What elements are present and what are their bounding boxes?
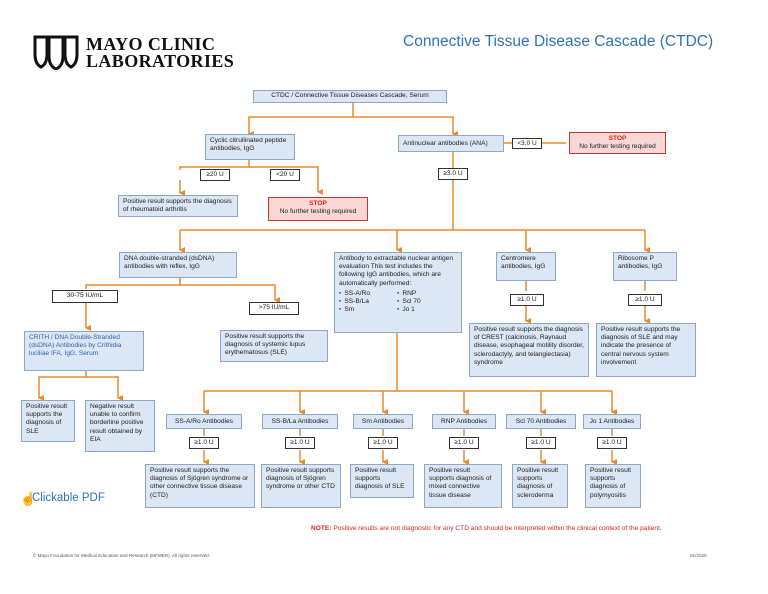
- clickable-pdf-label: Clickable PDF: [32, 492, 105, 504]
- antibody-result: Positive result supports diagnosis of sc…: [512, 464, 568, 508]
- ena-item: ▪Scl 70: [397, 298, 421, 306]
- crith-positive-result: Positive result supports the diagnosis o…: [21, 400, 75, 442]
- ena-test-box[interactable]: Antibody to extractable nuclear antigen …: [334, 252, 462, 333]
- ena-item: ▪SS-B/La: [339, 298, 369, 306]
- ana-high-condition: ≥3.0 U: [438, 168, 468, 180]
- mayo-logo: MAYO CLINIC LABORATORIES: [30, 32, 240, 72]
- crithidia-test-link[interactable]: CRITH / DNA Double-Stranded (dsDNA) Anti…: [24, 331, 144, 371]
- ena-item: ▪Sm: [339, 306, 355, 314]
- stop-text: No further testing required: [579, 143, 656, 151]
- ena-item: ▪RNP: [397, 289, 417, 297]
- logo-line1: MAYO CLINIC: [86, 34, 216, 54]
- note-text: Positive results are not diagnostic for …: [333, 525, 662, 532]
- stop-label: STOP: [309, 200, 327, 207]
- antibody-box[interactable]: Sm Antibodies: [353, 414, 413, 429]
- ena-description: Antibody to extractable nuclear antigen …: [339, 255, 453, 287]
- dsdna-test-box[interactable]: DNA double-stranded (dsDNA) antibodies w…: [119, 252, 237, 278]
- ra-positive-result: Positive result supports the diagnosis o…: [118, 195, 238, 217]
- centromere-test-box[interactable]: Centromere antibodies, IgG: [496, 252, 556, 281]
- stop-box-ana: STOP No further testing required: [569, 132, 666, 154]
- antibody-box[interactable]: SS-B/La Antibodies: [262, 414, 338, 429]
- antibody-result: Positive result supports diagnosis of po…: [585, 464, 641, 508]
- ana-low-condition: <3.0 U: [512, 138, 542, 149]
- dsdna-high-condition: >75 IU/mL: [249, 302, 299, 315]
- stop-text: No further testing required: [279, 208, 357, 216]
- antibody-condition: ≥1.0 U: [285, 437, 315, 449]
- stop-label: STOP: [608, 135, 627, 142]
- antibody-box[interactable]: Jo 1 Antibodies: [583, 414, 641, 429]
- antibody-result: Positive result supports diagnosis of SL…: [350, 464, 414, 498]
- antibody-result: Positive result supports diagnosis of Sj…: [261, 464, 341, 508]
- ana-test-box[interactable]: Antinuclear antibodies (ANA): [398, 135, 504, 152]
- stop-box-ccp: STOP No further testing required: [268, 197, 368, 221]
- antibody-condition: ≥1.0 U: [189, 437, 219, 449]
- antibody-result: Positive result supports diagnosis of mi…: [424, 464, 502, 508]
- ena-item: ▪SS-A/Ro: [339, 289, 370, 297]
- antibody-box[interactable]: RNP Antibodies: [432, 414, 496, 429]
- antibody-result: Positive result supports the diagnosis o…: [145, 464, 255, 508]
- ena-item: ▪Jo 1: [397, 306, 415, 314]
- centromere-positive-result: Positive result supports the diagnosis o…: [469, 323, 589, 377]
- copyright-text: © Mayo Foundation for Medical Education …: [33, 553, 211, 558]
- note-label: NOTE:: [311, 525, 332, 532]
- ribosome-positive-result: Positive result supports the diagnosis o…: [596, 323, 696, 377]
- date-text: 01/2020: [690, 553, 707, 558]
- crith-negative-result: Negative result unable to confirm border…: [85, 400, 155, 452]
- logo-line2: LABORATORIES: [86, 51, 235, 71]
- note-line: NOTE: Positive results are not diagnosti…: [311, 525, 662, 532]
- ccp-test-box[interactable]: Cyclic citrullinated peptide antibodies,…: [205, 134, 295, 160]
- antibody-box[interactable]: SS-A/Ro Antibodies: [166, 414, 242, 429]
- sle-positive-result: Positive result supports the diagnosis o…: [220, 330, 328, 362]
- dsdna-mid-condition: 30-75 IU/mL: [52, 290, 118, 303]
- antibody-condition: ≥1.0 U: [449, 437, 479, 449]
- antibody-condition: ≥1.0 U: [597, 437, 627, 449]
- ribosome-condition: ≥1.0 U: [628, 294, 662, 306]
- antibody-condition: ≥1.0 U: [526, 437, 556, 449]
- ribosome-test-box[interactable]: Ribosome P antibodies, IgG: [613, 252, 677, 281]
- ccp-high-condition: ≥20 U: [200, 169, 230, 181]
- ccp-low-condition: <20 U: [270, 169, 300, 181]
- shield-logo-icon: [33, 35, 79, 70]
- clickable-pdf-button[interactable]: ☝ Clickable PDF: [20, 491, 130, 513]
- antibody-box[interactable]: Scl 70 Antibodies: [506, 414, 576, 429]
- page-title: Connective Tissue Disease Cascade (CTDC): [403, 33, 714, 50]
- hand-pointer-icon: ☝: [20, 491, 37, 506]
- centromere-condition: ≥1.0 U: [510, 294, 544, 306]
- root-test-box[interactable]: CTDC / Connective Tissue Diseases Cascad…: [253, 90, 447, 103]
- antibody-condition: ≥1.0 U: [368, 437, 398, 449]
